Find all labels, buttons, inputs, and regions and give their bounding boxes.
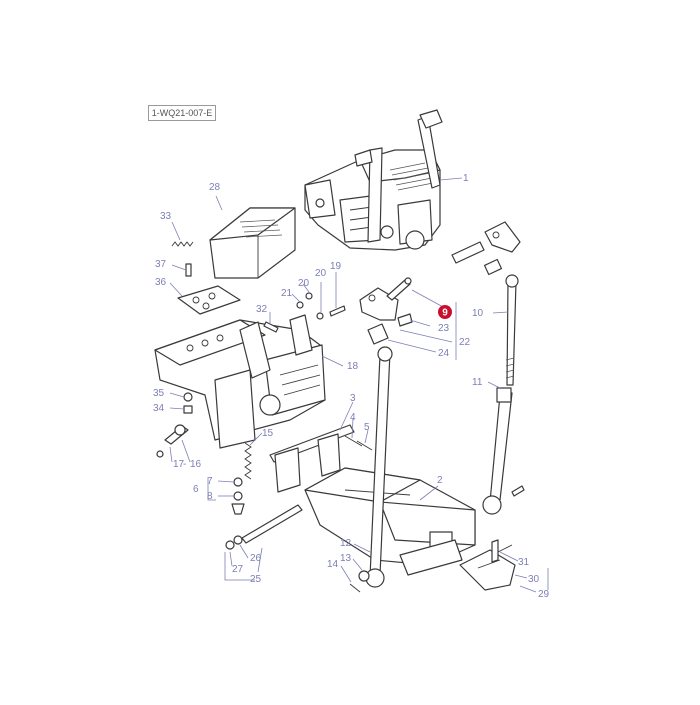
leader-lines — [169, 177, 549, 593]
part-5-pin — [356, 440, 373, 451]
part-25-rod — [241, 504, 303, 544]
part-36-plate — [177, 285, 241, 315]
callout-24: 24 — [438, 348, 450, 359]
callout-12: 12 — [340, 538, 352, 549]
callout-25: 25 — [250, 574, 262, 585]
part-21-bolt — [296, 301, 304, 309]
callout-11: 11 — [472, 377, 483, 388]
part-35-nut — [183, 392, 193, 402]
callout-separator: - — [183, 459, 186, 470]
callout-30: 30 — [528, 574, 540, 585]
callout-29: 29 — [538, 589, 550, 600]
part-23-pin — [397, 313, 413, 327]
part-26-washer — [233, 535, 243, 545]
part-37-pin — [185, 263, 192, 277]
callout-13: 13 — [340, 553, 352, 564]
callout-8: 8 — [207, 491, 213, 502]
part-small-pin-right — [511, 485, 525, 497]
reference-code-label: 1-WQ21-007-E — [148, 105, 216, 121]
callout-3: 3 — [350, 393, 356, 404]
callout-9: 9 — [442, 308, 448, 319]
part-1-lift-housing — [304, 109, 443, 251]
part-17-pin — [164, 424, 189, 445]
callout-36: 36 — [155, 277, 167, 288]
callout-1: 1 — [463, 173, 469, 184]
callout-9-highlight: 9 — [438, 305, 452, 319]
part-15-spring — [244, 442, 252, 480]
part-2-drawbar-frame — [304, 467, 476, 576]
callout-20-b: 20 — [298, 278, 310, 289]
callout-21: 21 — [281, 288, 293, 299]
callout-23: 23 — [438, 323, 450, 334]
part-20-washer — [305, 292, 324, 320]
part-19-bolt — [329, 305, 346, 317]
callout-6: 6 — [193, 484, 199, 495]
callout-7: 7 — [207, 476, 213, 487]
part-3-cross-shaft — [269, 424, 355, 493]
callout-22: 22 — [459, 337, 471, 348]
part-4-pin — [344, 435, 363, 447]
part-7-nut — [233, 477, 243, 487]
callout-32: 32 — [256, 304, 268, 315]
highlight-marker — [438, 305, 452, 319]
callout-34: 34 — [153, 403, 165, 414]
callout-15: 15 — [262, 428, 274, 439]
callout-27: 27 — [232, 564, 244, 575]
part-11-lower-rod — [482, 387, 513, 515]
part-13-pin — [358, 570, 370, 582]
callout-labels: 1 2 3 4 5 6 7 8 9 10 11 12 13 14 15 16 1… — [153, 173, 550, 600]
part-34-bolt — [183, 405, 193, 414]
callout-17: 17 — [173, 459, 185, 470]
part-32-bolt — [263, 321, 279, 333]
part-28-cover — [209, 207, 296, 279]
callout-19: 19 — [330, 261, 342, 272]
callout-10: 10 — [472, 308, 484, 319]
callout-37: 37 — [155, 259, 167, 270]
part-8-stud — [231, 491, 245, 515]
callout-14: 14 — [327, 559, 339, 570]
part-arm-upper-right — [451, 221, 521, 276]
part-33-spring — [171, 241, 194, 247]
part-27-clip — [225, 540, 235, 550]
callout-20-a: 20 — [315, 268, 327, 279]
callout-16: 16 — [190, 459, 202, 470]
callout-33: 33 — [160, 211, 172, 222]
callout-4: 4 — [350, 412, 356, 423]
callout-35: 35 — [153, 388, 165, 399]
part-29-hook — [459, 549, 516, 591]
callout-31: 31 — [518, 557, 530, 568]
part-14-pin — [349, 583, 361, 593]
part-18-hitch-frame — [154, 314, 326, 449]
part-10-lift-rod — [505, 274, 519, 386]
callout-28: 28 — [209, 182, 221, 193]
part-31-clip — [497, 544, 513, 553]
part-30-pin — [491, 539, 499, 563]
callout-18: 18 — [347, 361, 359, 372]
callout-26: 26 — [250, 553, 262, 564]
part-9-pin — [386, 277, 412, 301]
part-16-bolt — [156, 450, 164, 458]
part-12-lower-link — [365, 346, 393, 588]
callout-5: 5 — [364, 422, 370, 433]
callout-2: 2 — [437, 475, 443, 486]
